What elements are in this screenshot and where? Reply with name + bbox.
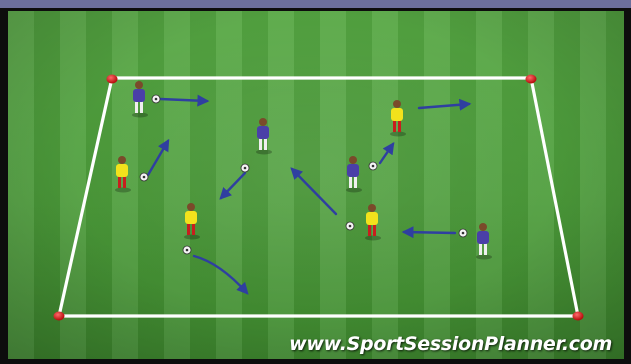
red-corner-cone-icon	[572, 311, 584, 321]
player-figure-icon	[256, 118, 272, 155]
pitch-field: www.SportSessionPlanner.com	[8, 11, 624, 359]
soccer-ball-icon	[151, 94, 161, 104]
site-watermark: www.SportSessionPlanner.com	[289, 333, 612, 355]
player-figure-icon	[115, 156, 131, 193]
movement-arrow-icon	[219, 171, 247, 200]
player-figure-icon	[365, 204, 381, 241]
movement-arrow-icon	[192, 254, 249, 295]
red-corner-cone-icon	[53, 311, 65, 321]
soccer-ball-icon	[345, 221, 355, 231]
player-figure-icon	[184, 203, 200, 240]
soccer-ball-icon	[240, 163, 250, 173]
movement-arrow-icon	[401, 226, 457, 239]
player-figure-icon	[132, 81, 148, 118]
top-border-bar	[0, 0, 631, 8]
player-figure-icon	[390, 100, 406, 137]
drill-diagram	[53, 74, 584, 321]
player-figure-icon	[476, 223, 492, 260]
soccer-ball-icon	[139, 172, 149, 182]
movement-arrow-icon	[417, 98, 472, 111]
movement-arrow-icon	[378, 142, 395, 165]
movement-arrow-icon	[146, 138, 170, 177]
soccer-ball-icon	[368, 161, 378, 171]
soccer-ball-icon	[182, 245, 192, 255]
movement-arrow-icon	[158, 94, 210, 107]
movement-arrow-icon	[290, 167, 338, 216]
grass-stripes	[8, 11, 624, 359]
player-figure-icon	[346, 156, 362, 193]
red-corner-cone-icon	[525, 74, 537, 84]
red-corner-cone-icon	[106, 74, 118, 84]
pitch-shading	[8, 11, 624, 359]
soccer-ball-icon	[458, 228, 468, 238]
